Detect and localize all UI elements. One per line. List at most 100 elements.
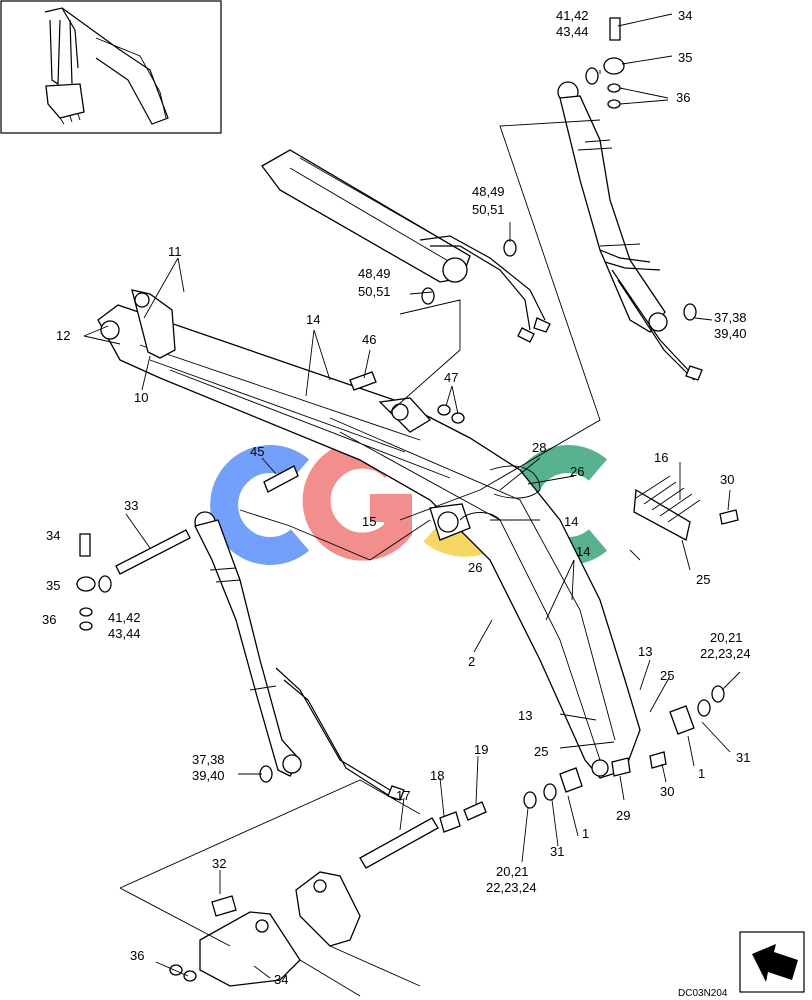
fitting-29 [611, 757, 631, 777]
callout-35-top: 35 [678, 50, 692, 65]
callout-31-right: 31 [736, 750, 750, 765]
pin-17 [359, 817, 439, 869]
pin-45 [263, 465, 299, 493]
callout-1-right: 1 [698, 766, 705, 781]
shim-20-low [523, 791, 537, 809]
bushing-35-top [603, 57, 625, 75]
washer-41-top [585, 67, 599, 85]
callout-32: 32 [212, 856, 226, 871]
callout-25-right: 25 [696, 572, 710, 587]
callout-16: 16 [654, 450, 668, 465]
callout-labels: 34 41,42 43,44 35 36 48,49 50,51 48,49 5… [42, 8, 751, 999]
shim-20-right [711, 685, 725, 703]
bushing-35-left [76, 576, 96, 592]
callout-34-left: 34 [46, 528, 60, 543]
callout-14-mid: 14 [564, 514, 578, 529]
callout-30-top: 30 [720, 472, 734, 487]
pin-32 [211, 895, 237, 917]
callout-34-top: 34 [678, 8, 692, 23]
callout-25-mid: 25 [660, 668, 674, 683]
callout-29: 29 [616, 808, 630, 823]
callout-34-low: 34 [274, 972, 288, 987]
bucket-linkage [199, 871, 421, 997]
nut-36-left-b [79, 621, 93, 631]
inset-thumbnail [0, 0, 222, 134]
callout-31-low: 31 [550, 844, 564, 859]
callout-11: 11 [168, 244, 182, 259]
callout-13-right: 13 [638, 644, 652, 659]
nut-36-top-b [607, 99, 621, 109]
callout-30-low: 30 [660, 784, 674, 799]
nut-47-a [437, 404, 451, 416]
nut-36-left-a [79, 607, 93, 617]
callout-45: 45 [250, 444, 264, 459]
callout-33: 33 [124, 498, 138, 513]
washer-48-upper [503, 239, 517, 257]
callout-20-low-b: 22,23,24 [486, 880, 537, 895]
callout-48-upper-a: 48,49 [472, 184, 505, 199]
callout-41-top-a: 41,42 [556, 8, 589, 23]
arm-body [97, 289, 641, 779]
callout-2: 2 [468, 654, 475, 669]
drawing-code: DC03N204 [678, 988, 728, 999]
callout-47: 47 [444, 370, 458, 385]
callout-14-low: 14 [576, 544, 590, 559]
callout-15: 15 [362, 514, 376, 529]
nut-47-b [451, 412, 465, 424]
orientation-arrow-icon [752, 944, 798, 982]
bolt-34-left [79, 533, 91, 557]
arm-cylinder [261, 149, 551, 343]
callout-10: 10 [134, 390, 148, 405]
bolt-46 [349, 371, 377, 391]
bolt-34-top [609, 17, 621, 41]
callout-19: 19 [474, 742, 488, 757]
callout-48-lower-b: 50,51 [358, 284, 391, 299]
nut-36-low-b [183, 970, 197, 982]
callout-37-low-a: 37,38 [192, 752, 225, 767]
callout-13-left: 13 [518, 708, 532, 723]
callout-41-left-a: 41,42 [108, 610, 141, 625]
bucket-cylinder-right [557, 81, 703, 381]
washer-31-low [543, 783, 557, 801]
callout-37-top-b: 39,40 [714, 326, 747, 341]
watermark-letter-c1 [210, 445, 310, 565]
callout-14-top: 14 [306, 312, 320, 327]
washer-48-lower [421, 287, 435, 305]
keeper-18 [439, 811, 461, 833]
callout-35-left: 35 [46, 578, 60, 593]
callout-37-low-b: 39,40 [192, 768, 225, 783]
loose-parts [76, 17, 739, 982]
washer-31-right [697, 699, 711, 717]
callout-48-upper-b: 50,51 [472, 202, 505, 217]
nut-36-low-a [169, 964, 183, 976]
callout-28: 28 [532, 440, 546, 455]
callout-48-lower-a: 48,49 [358, 266, 391, 281]
nut-36-top-a [607, 83, 621, 93]
bucket-cylinder-left [194, 511, 405, 801]
washer-41-left [98, 575, 112, 593]
callout-17: 17 [396, 788, 410, 803]
callout-46: 46 [362, 332, 376, 347]
callout-26-mid: 26 [468, 560, 482, 575]
callout-36-low: 36 [130, 948, 144, 963]
callout-26-top: 26 [570, 464, 584, 479]
leader-lines [83, 13, 741, 979]
washer-37-top [683, 303, 697, 321]
callout-20-right-b: 22,23,24 [700, 646, 751, 661]
bushing-1-low [559, 767, 583, 793]
bolt-19 [463, 801, 487, 821]
bushing-1-right [669, 705, 695, 735]
callout-41-top-b: 43,44 [556, 24, 589, 39]
callout-20-right-a: 20,21 [710, 630, 743, 645]
callout-18: 18 [430, 768, 444, 783]
callout-37-top-a: 37,38 [714, 310, 747, 325]
fitting-30-low [649, 751, 667, 769]
callout-1-low: 1 [582, 826, 589, 841]
hose-26-top [489, 465, 541, 499]
fitting-30-top [719, 509, 739, 525]
orientation-arrow-box [739, 931, 805, 993]
callout-20-low-a: 20,21 [496, 864, 529, 879]
pin-33 [115, 529, 191, 575]
hose-26-mid [459, 512, 501, 521]
